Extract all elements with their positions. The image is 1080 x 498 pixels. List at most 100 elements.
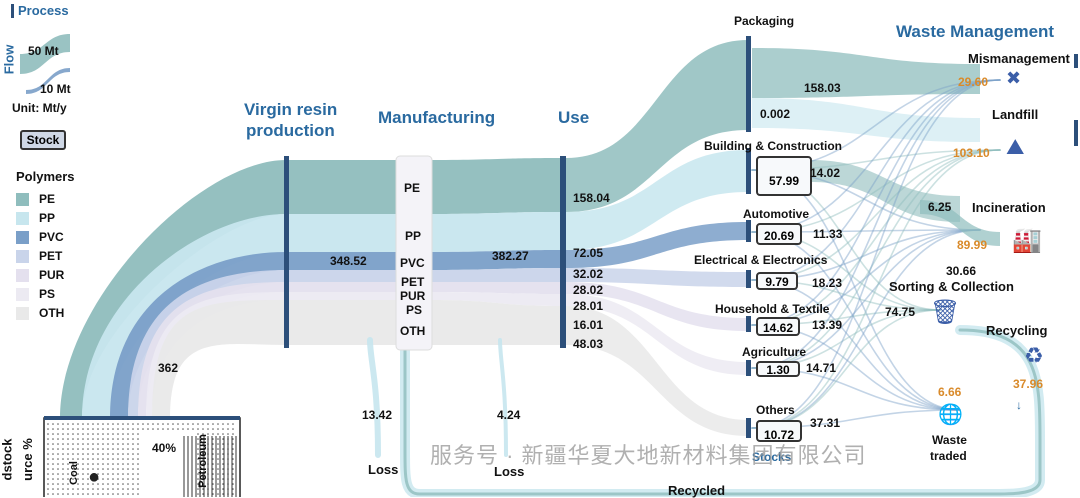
feedstock-dot [97, 423, 99, 425]
feedstock-dot [117, 433, 119, 435]
feedstock-dot [67, 493, 69, 495]
feed-flow-pur [138, 282, 286, 418]
legend-pur: PUR [16, 268, 64, 283]
feedstock-dot [112, 483, 114, 485]
feedstock-dot [102, 428, 104, 430]
feedstock-dot [82, 433, 84, 435]
feedstock-dot [107, 493, 109, 495]
feedstock-dot [72, 453, 74, 455]
use-pur-value: 28.01 [573, 299, 604, 313]
feedstock-dot [47, 463, 49, 465]
feedstock-dot [127, 438, 129, 440]
virgin-bar [284, 156, 289, 348]
feedstock-dot [62, 448, 64, 450]
mfg-pet-label: PET [401, 275, 425, 289]
legend-pe-swatch [16, 193, 29, 207]
feedstock-dot [87, 433, 89, 435]
feedstock-dot [62, 428, 64, 430]
feedstock-dot [197, 458, 199, 460]
feedstock-dot [137, 458, 139, 460]
feedstock-dot [132, 428, 134, 430]
feedstock-dot [52, 428, 54, 430]
feedstock-dot [202, 468, 204, 470]
feedstock-dot [112, 448, 114, 450]
feedstock-dot [117, 443, 119, 445]
feedstock-dot [197, 493, 199, 495]
feedstock-dot [67, 483, 69, 485]
feedstock-dot [212, 438, 214, 440]
feedstock-dot [132, 423, 134, 425]
feedstock-dot [127, 423, 129, 425]
feedstock-dot [212, 458, 214, 460]
packaging-bar [746, 36, 751, 132]
sorting-in: 74.75 [885, 305, 916, 319]
feedstock-dot [62, 488, 64, 490]
feedstock-dot [57, 468, 59, 470]
landfill-bar [1074, 120, 1078, 146]
feedstock-dot [77, 483, 79, 485]
feedstock-dot [102, 423, 104, 425]
feedstock-dot [47, 483, 49, 485]
feed-flow-pvc [110, 252, 286, 418]
sector-others-label: Others [756, 403, 795, 417]
process-legend-title: Process [18, 3, 69, 18]
feedstock-side-label-1: dstock [0, 438, 15, 481]
watermark-text: 服务号 · 新疆华夏大地新材料集团有限公司 [430, 443, 867, 468]
feedstock-dot [152, 423, 154, 425]
feedstock-dot [52, 463, 54, 465]
feedstock-dot [127, 488, 129, 490]
feedstock-dot [132, 448, 134, 450]
petroleum-percent: 40% [152, 441, 177, 455]
feedstock-dot [202, 458, 204, 460]
feedstock-dot [212, 453, 214, 455]
use-sector-flow-1 [566, 40, 748, 212]
feedstock-dot [57, 463, 59, 465]
feedstock-dot [52, 423, 54, 425]
loss-flow-1 [367, 337, 381, 458]
feedstock-dot [117, 483, 119, 485]
sector-household-stock-cylinder: 14.62 [756, 317, 800, 336]
polymers-legend-title: Polymers [16, 169, 75, 184]
feedstock-dot [52, 493, 54, 495]
feedstock-dot [202, 428, 204, 430]
feedstock-dot [47, 468, 49, 470]
feedstock-dot [62, 443, 64, 445]
feedstock-dot [132, 433, 134, 435]
feedstock-dot [72, 468, 74, 470]
feedstock-dot [77, 488, 79, 490]
feedstock-dot [202, 493, 204, 495]
feedstock-dot [222, 423, 224, 425]
feedstock-dot [82, 483, 84, 485]
feedstock-dot [107, 443, 109, 445]
feedstock-dot [112, 458, 114, 460]
feedstock-dot [82, 463, 84, 465]
feedstock-dot [67, 468, 69, 470]
feedstock-dot [67, 438, 69, 440]
feedstock-dot [217, 448, 219, 450]
manufacturing-header: Manufacturing [378, 108, 496, 127]
waste-stream-20 [751, 79, 1001, 369]
legend-ps: PS [16, 287, 55, 302]
feedstock-dot [47, 453, 49, 455]
feedstock-dot [222, 433, 224, 435]
feedstock-dot [122, 453, 124, 455]
feedstock-dot [217, 423, 219, 425]
feedstock-dot [127, 428, 129, 430]
feedstock-dot [72, 463, 74, 465]
feedstock-dot [47, 423, 49, 425]
feedstock-dot [137, 443, 139, 445]
feedstock-dot [72, 488, 74, 490]
feedstock-dot [162, 428, 164, 430]
feedstock-dot [67, 433, 69, 435]
feedstock-dot [92, 433, 94, 435]
feedstock-dot [127, 463, 129, 465]
feedstock-dot [87, 473, 89, 475]
feedstock-dot [202, 433, 204, 435]
use-pe-value: 158.04 [573, 191, 610, 205]
feedstock-dot [97, 493, 99, 495]
use-header: Use [558, 108, 590, 127]
mfg-ps-label: PS [406, 303, 423, 317]
mfg-flow-pp [432, 212, 562, 252]
